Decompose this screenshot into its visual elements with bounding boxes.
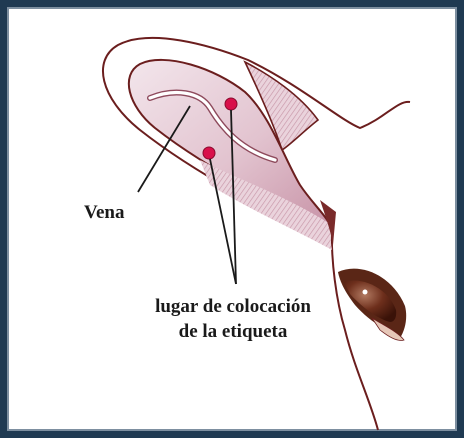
tag-site-marker-upper [225, 98, 237, 110]
tag-site-marker-lower [203, 147, 215, 159]
tag-site-label-line2: de la etiqueta [108, 319, 358, 344]
tag-site-label-line1: lugar de colocación [108, 294, 358, 319]
eye-highlight [363, 290, 368, 295]
tag-site-label: lugar de colocación de la etiqueta [108, 294, 358, 344]
vein-label: Vena [84, 202, 124, 224]
